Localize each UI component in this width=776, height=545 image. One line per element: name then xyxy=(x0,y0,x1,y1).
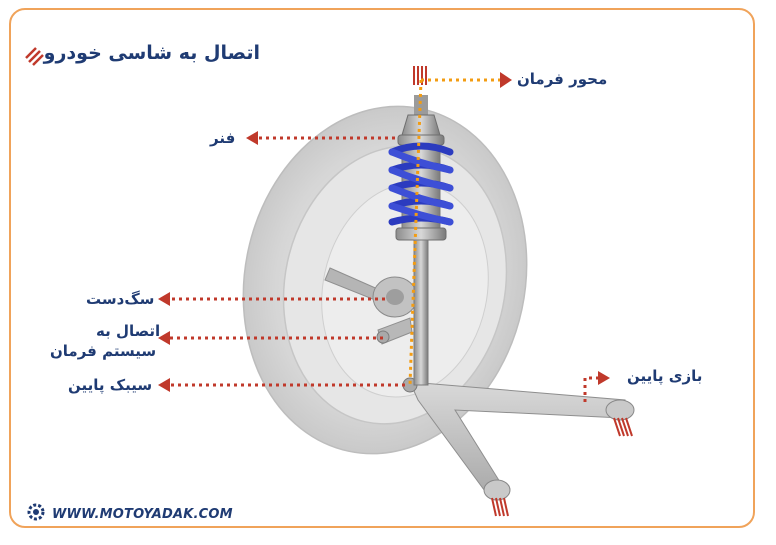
label-lower-arm: بازی پایین xyxy=(627,367,703,385)
label-steering-link-line2: سیستم فرمان xyxy=(50,342,157,360)
steering-axis-line xyxy=(408,78,500,386)
label-steering-link-line1: اتصال به xyxy=(96,322,161,340)
website-link[interactable]: WWW.MOTOYADAK.COM xyxy=(52,506,233,522)
coil-spring xyxy=(388,142,454,226)
label-steering-axis: محور فرمان xyxy=(517,70,608,88)
gear-logo-icon xyxy=(26,502,46,526)
label-ball-joint: سیبک پایین xyxy=(68,376,153,394)
callout-arrowheads xyxy=(158,72,610,392)
lower-control-arm xyxy=(402,377,635,501)
diagram-title: اتصال به شاسی خودرو xyxy=(43,42,260,64)
footer: WWW.MOTOYADAK.COM xyxy=(26,502,233,526)
chassis-mount-marks xyxy=(413,66,633,517)
label-knuckle: سگ‌دست xyxy=(86,290,155,308)
title-stripes-icon xyxy=(24,46,46,72)
callout-lines xyxy=(170,136,600,402)
label-spring: فنر xyxy=(210,129,236,147)
